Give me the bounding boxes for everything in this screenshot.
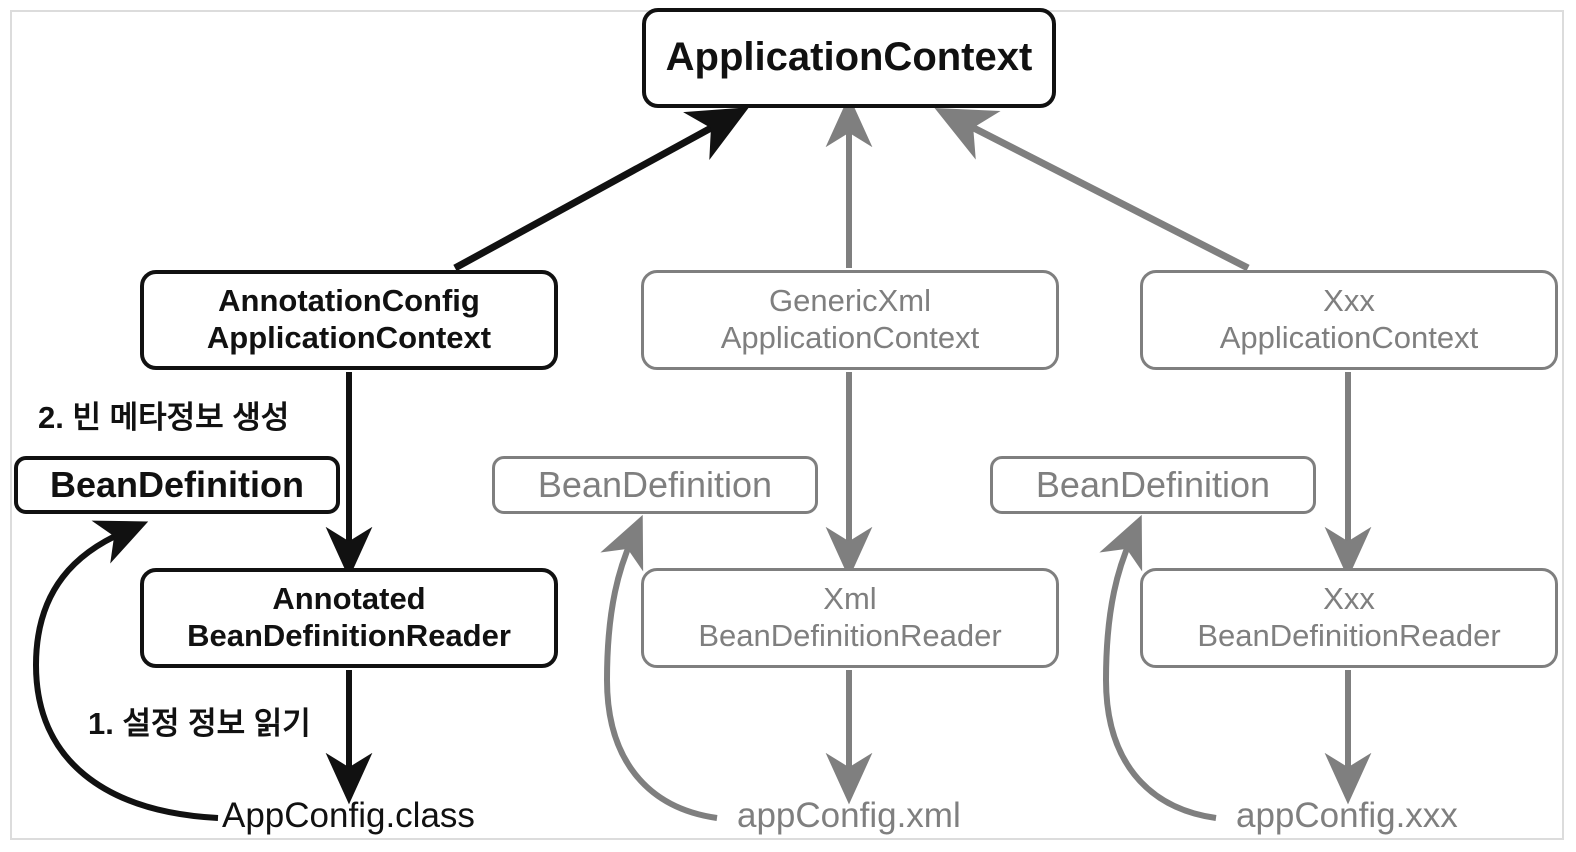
node-xxx-beandefinitionreader[interactable]: Xxx BeanDefinitionReader bbox=[1140, 568, 1558, 668]
node-xml-reader-line1: Xml bbox=[823, 581, 877, 617]
node-annotationconfig-line2: ApplicationContext bbox=[206, 320, 492, 355]
node-beandefinition-annotation[interactable]: BeanDefinition bbox=[14, 456, 340, 514]
node-xml-reader-line2: BeanDefinitionReader bbox=[698, 618, 1002, 653]
label-appconfig-xxx: appConfig.xxx bbox=[1236, 796, 1458, 835]
node-beandefinition-genericxml-label: BeanDefinition bbox=[537, 463, 773, 505]
node-genericxml-applicationcontext[interactable]: GenericXml ApplicationContext bbox=[641, 270, 1059, 370]
node-applicationcontext-label: ApplicationContext bbox=[665, 35, 1033, 80]
connector-annotationconfig-to-applicationcontext bbox=[453, 107, 750, 272]
node-xxx-applicationcontext[interactable]: Xxx ApplicationContext bbox=[1140, 270, 1558, 370]
label-appconfig-class: AppConfig.class bbox=[222, 796, 475, 835]
node-genericxml-line1: GenericXml bbox=[769, 283, 931, 319]
step-2-label: 2. 빈 메타정보 생성 bbox=[38, 400, 290, 435]
node-annotated-beandefinitionreader[interactable]: Annotated BeanDefinitionReader bbox=[140, 568, 558, 668]
connector-xxxcontext-to-applicationcontext bbox=[934, 107, 1250, 272]
node-annotationconfig-applicationcontext[interactable]: AnnotationConfig ApplicationContext bbox=[140, 270, 558, 370]
node-beandefinition-xxx[interactable]: BeanDefinition bbox=[990, 456, 1316, 514]
node-applicationcontext[interactable]: ApplicationContext bbox=[642, 8, 1056, 108]
node-beandefinition-genericxml[interactable]: BeanDefinition bbox=[492, 456, 818, 514]
node-beandefinition-annotation-label: BeanDefinition bbox=[49, 463, 304, 505]
label-appconfig-xml: appConfig.xml bbox=[737, 796, 961, 835]
node-xxx-reader-line1: Xxx bbox=[1323, 581, 1375, 617]
node-genericxml-line2: ApplicationContext bbox=[720, 320, 980, 355]
step-1-label: 1. 설정 정보 읽기 bbox=[88, 706, 311, 741]
node-xxx-context-line2: ApplicationContext bbox=[1219, 320, 1479, 355]
node-annotationconfig-line1: AnnotationConfig bbox=[218, 283, 480, 319]
node-beandefinition-xxx-label: BeanDefinition bbox=[1035, 463, 1271, 505]
node-annotated-reader-line1: Annotated bbox=[272, 581, 426, 617]
node-xml-beandefinitionreader[interactable]: Xml BeanDefinitionReader bbox=[641, 568, 1059, 668]
node-annotated-reader-line2: BeanDefinitionReader bbox=[187, 618, 511, 653]
node-xxx-reader-line2: BeanDefinitionReader bbox=[1197, 618, 1501, 653]
node-xxx-context-line1: Xxx bbox=[1323, 283, 1375, 319]
